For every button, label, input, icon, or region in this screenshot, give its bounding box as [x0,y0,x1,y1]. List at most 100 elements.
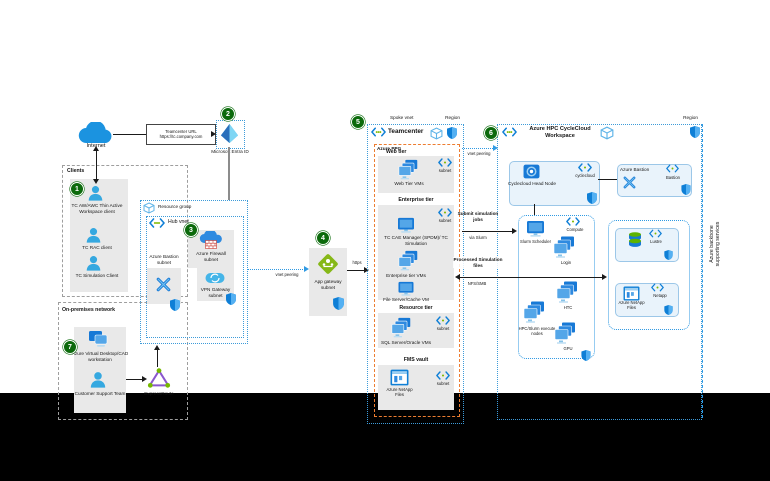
hpc-nodes-label: HPC/Slurm execute nodes [518,326,556,336]
cae-manager-label: TC CAE Manager (SPDM)/ TC Simulation [384,235,448,246]
slurm-scheduler-label: Slurm Scheduler [520,239,551,244]
subnet-icon [438,158,452,167]
peering-line-hub-appgw [247,269,305,270]
ppg-label: Azure PPG [377,146,402,151]
hpc-bastion-label: Azure Bastion [620,167,650,172]
user-icon [85,255,102,271]
arrowhead-up-internet [93,146,99,151]
netapp-anf-label: Azure NetApp Files [618,300,645,310]
peering-label: vnet peering [275,272,299,277]
tc-region-label: Region [445,115,460,120]
vmss-icon [554,322,578,344]
hpc-title: Azure HPC CycleCloud Workspace [522,126,598,139]
vpn-subnet-label: VPN Gateway subnet [200,287,231,298]
resource-tier-panel [378,313,454,348]
user-icon [87,185,104,201]
nsg-shield-icon [681,184,691,195]
client-awc-label: TC AW/AWC Thin Active Workspace client [71,203,123,214]
peering-line-tc-hpc [462,148,495,149]
resource-group-label: Resource group [158,204,192,209]
subnet-icon [566,217,580,226]
vmss-icon [556,281,580,303]
netapp-subnet-label: Netapp [653,293,667,298]
sql-oracle-label: SQL Server/Oracle VMs [380,340,432,345]
entra-id-label: Microsoft Entra ID [211,149,249,154]
page-bullet [352,469,364,481]
line-er-hub [157,349,159,367]
ent-subnet-label: subnet [438,218,452,223]
enterprise-vms-label: Enterprise tier VMs [386,273,426,278]
nfs-smb-label: NFS/SMB [467,281,487,286]
submit-via-label: via Slurm [469,235,487,240]
peering-top-label: vnet peering [467,151,491,156]
compute-subnet-label: Compute [566,227,584,232]
arrowhead-submit [512,228,517,234]
subnet-icon [578,163,592,172]
bastion-icon [622,176,637,189]
file-server-label: File Server/Cache VM [383,297,429,302]
nsg-shield-icon [447,127,457,139]
hpc-title-line1: Azure HPC CycleCloud [529,126,591,132]
line-entra-hub [228,147,230,200]
subnet-icon [436,316,450,325]
onprem-box [58,302,188,420]
arrowhead-processed-left [455,274,460,280]
line-appgw-tc [347,270,366,272]
hpc-bastion-subnet-label: Bastion [666,175,680,180]
subnet-icon [438,208,452,217]
backbone-divider [702,124,703,418]
arrowhead-er [142,376,147,382]
headnode-label: Cyclecloud Head Node [508,181,556,186]
processed-arrow [459,277,604,279]
client-sim-label: TC Simulation Client [75,273,119,278]
vmss-icon [391,317,413,338]
user-icon [85,227,102,243]
subnet-icon [651,283,664,292]
bastion-icon [155,277,172,292]
vmss-icon [553,236,577,258]
arrowhead-processed-right [602,274,607,280]
resource-group-icon [600,126,614,140]
avd-icon [88,330,108,348]
processed-label: Processed Simulation files [453,257,503,269]
badge-2: 2 [221,107,235,121]
badge-1: 1 [70,182,84,196]
hpc-region-label: Region [683,115,698,120]
backbone-label: Azure backbone supporting services [709,177,725,311]
azure-firewall-icon [199,231,223,250]
ppg-box [374,144,460,417]
expressroute-label: ExpressRoute [144,391,174,396]
nsg-shield-icon [170,299,180,311]
vpn-gateway-icon [205,271,225,285]
hub-vnet-label: Hub vnet [168,219,189,225]
teamcenter-vnet-box [367,124,464,424]
hpc-title-line2: Workspace [545,132,575,139]
vm-icon [526,220,545,237]
login-label: Login [560,260,572,265]
user-icon [89,371,107,388]
nsg-shield-icon [226,293,236,305]
teamcenter-url-line1: Teamcenter URL [165,128,197,134]
teamcenter-title: Teamcenter [388,128,424,135]
vnet-icon [371,127,386,137]
onprem-title: On-premises network [62,307,116,313]
teamcenter-url-line2: https://tc.company.com [159,133,203,139]
hub-resource-group-box [140,200,248,344]
vnet-icon [502,127,517,137]
internet-cloud-icon [78,122,114,144]
appgw-subnet-label: App gateway subnet [314,279,342,290]
expressroute-icon [147,367,171,389]
line-headnode-compute [534,204,536,215]
subnet-icon [666,164,679,173]
arrowhead-peering [304,266,309,272]
nsg-shield-icon [664,305,673,315]
line-support-er [126,379,143,381]
htc-label: HTC [563,305,573,310]
nsg-shield-icon [664,250,673,260]
spoke-vnet-label: Spoke vnet [390,115,414,120]
avd-label: Azure Virtual Desktop/CAD workstation [71,351,129,362]
resource-tier-header: Resource tier [399,305,433,311]
subnet-icon [436,371,450,380]
vm-icon [397,217,415,233]
